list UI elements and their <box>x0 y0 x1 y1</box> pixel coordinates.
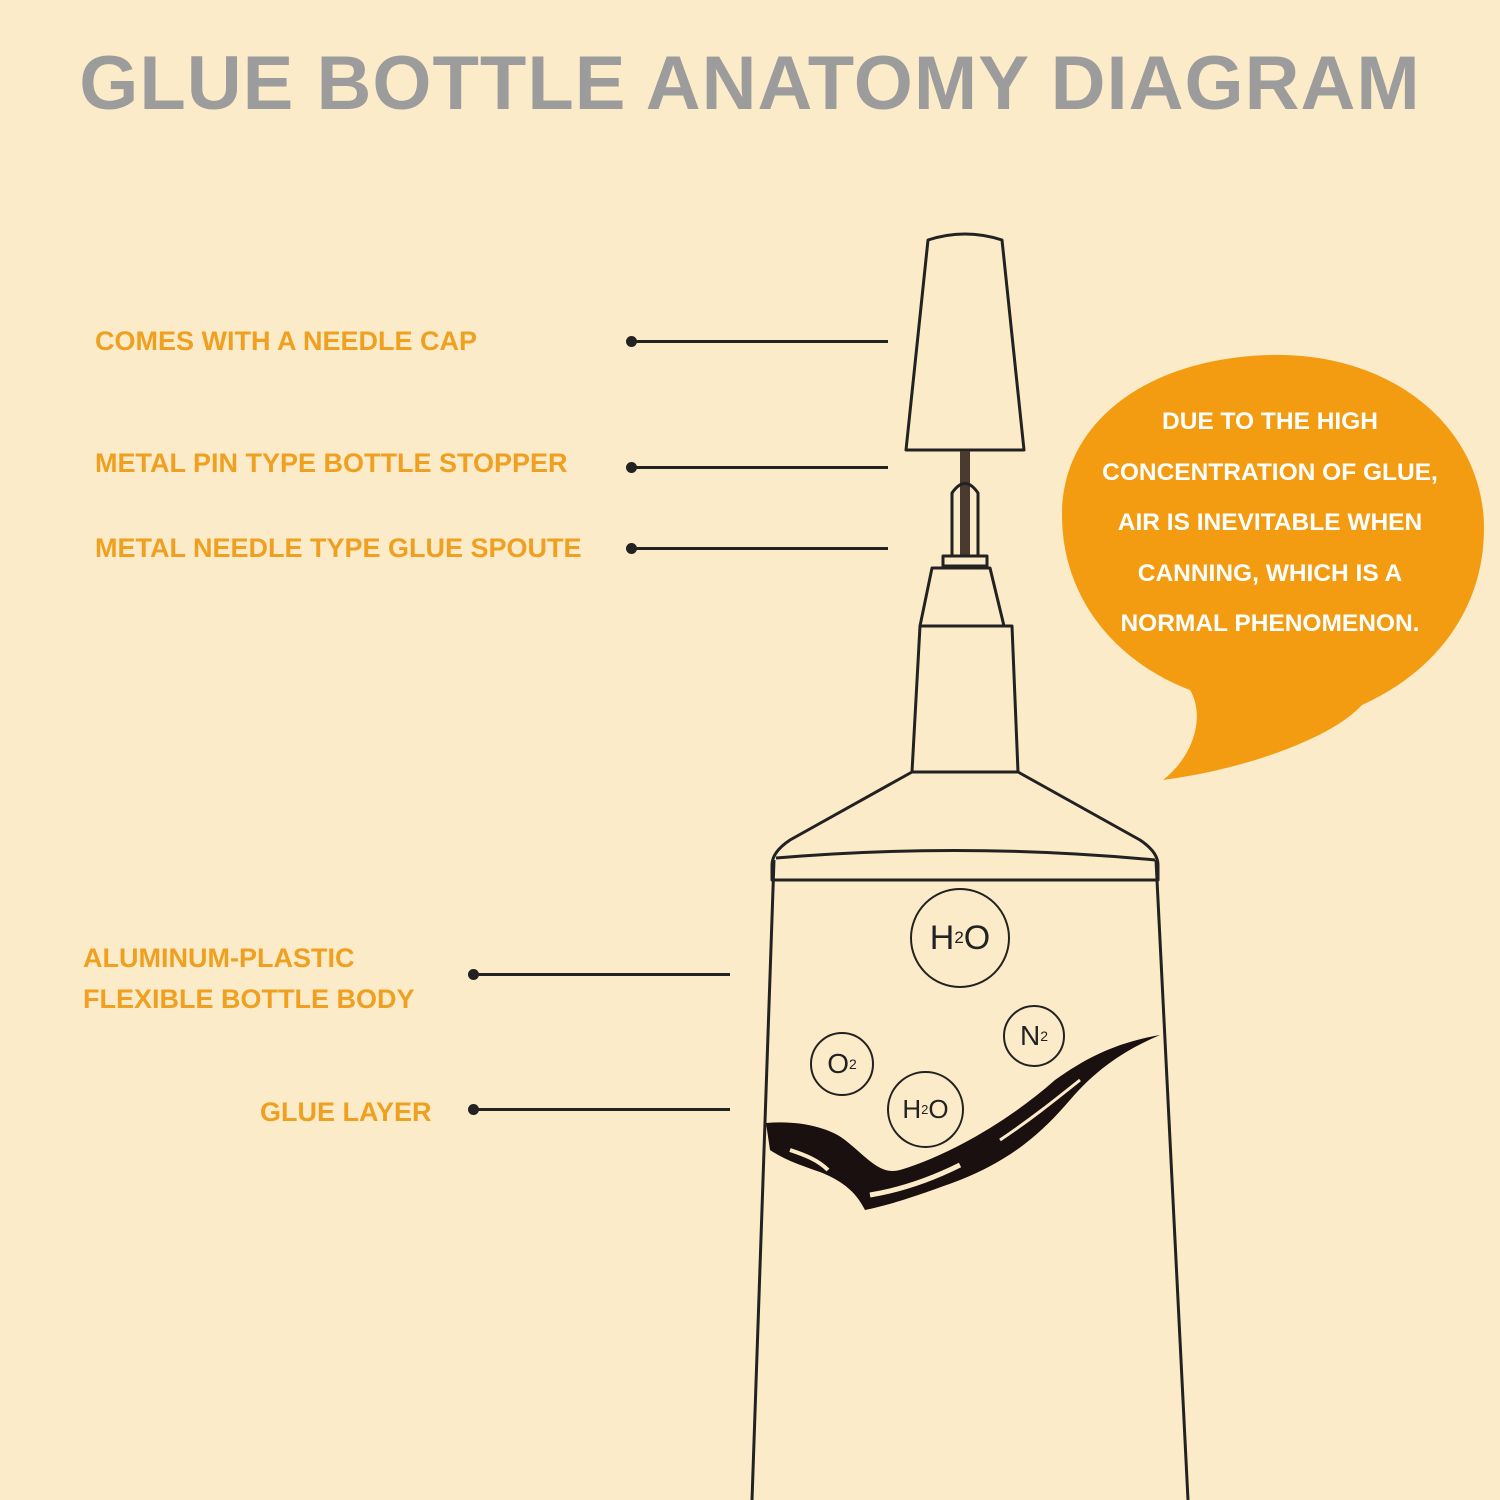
leader-stopper <box>626 462 888 473</box>
label-spout: METAL NEEDLE TYPE GLUE SPOUTE <box>95 533 582 563</box>
bottle-neck <box>910 624 1020 774</box>
needle-spout <box>950 482 980 558</box>
bottle-neck-upper <box>918 566 1006 628</box>
leader-glue-layer <box>468 1104 730 1115</box>
bottle-body <box>750 859 1190 1500</box>
metal-pin <box>960 451 970 556</box>
label-glue-layer: GLUE LAYER <box>260 1097 432 1127</box>
label-bottle-body: ALUMINUM-PLASTIC FLEXIBLE BOTTLE BODY <box>83 943 415 1014</box>
needle-cap <box>904 232 1026 452</box>
glue-layer <box>766 1035 1160 1210</box>
label-needle-cap: COMES WITH A NEEDLE CAP <box>95 326 478 356</box>
label-stopper: METAL PIN TYPE BOTTLE STOPPER <box>95 448 568 478</box>
leader-bottle-body <box>468 969 730 980</box>
leader-spout <box>626 543 888 554</box>
page-title: GLUE BOTTLE ANATOMY DIAGRAM <box>79 41 1421 126</box>
bubble-text: DUE TO THE HIGH CONCENTRATION OF GLUE, A… <box>1102 408 1438 637</box>
leader-needle-cap <box>626 336 888 347</box>
speech-bubble <box>1062 354 1484 780</box>
bottle-shoulder <box>770 770 1160 882</box>
